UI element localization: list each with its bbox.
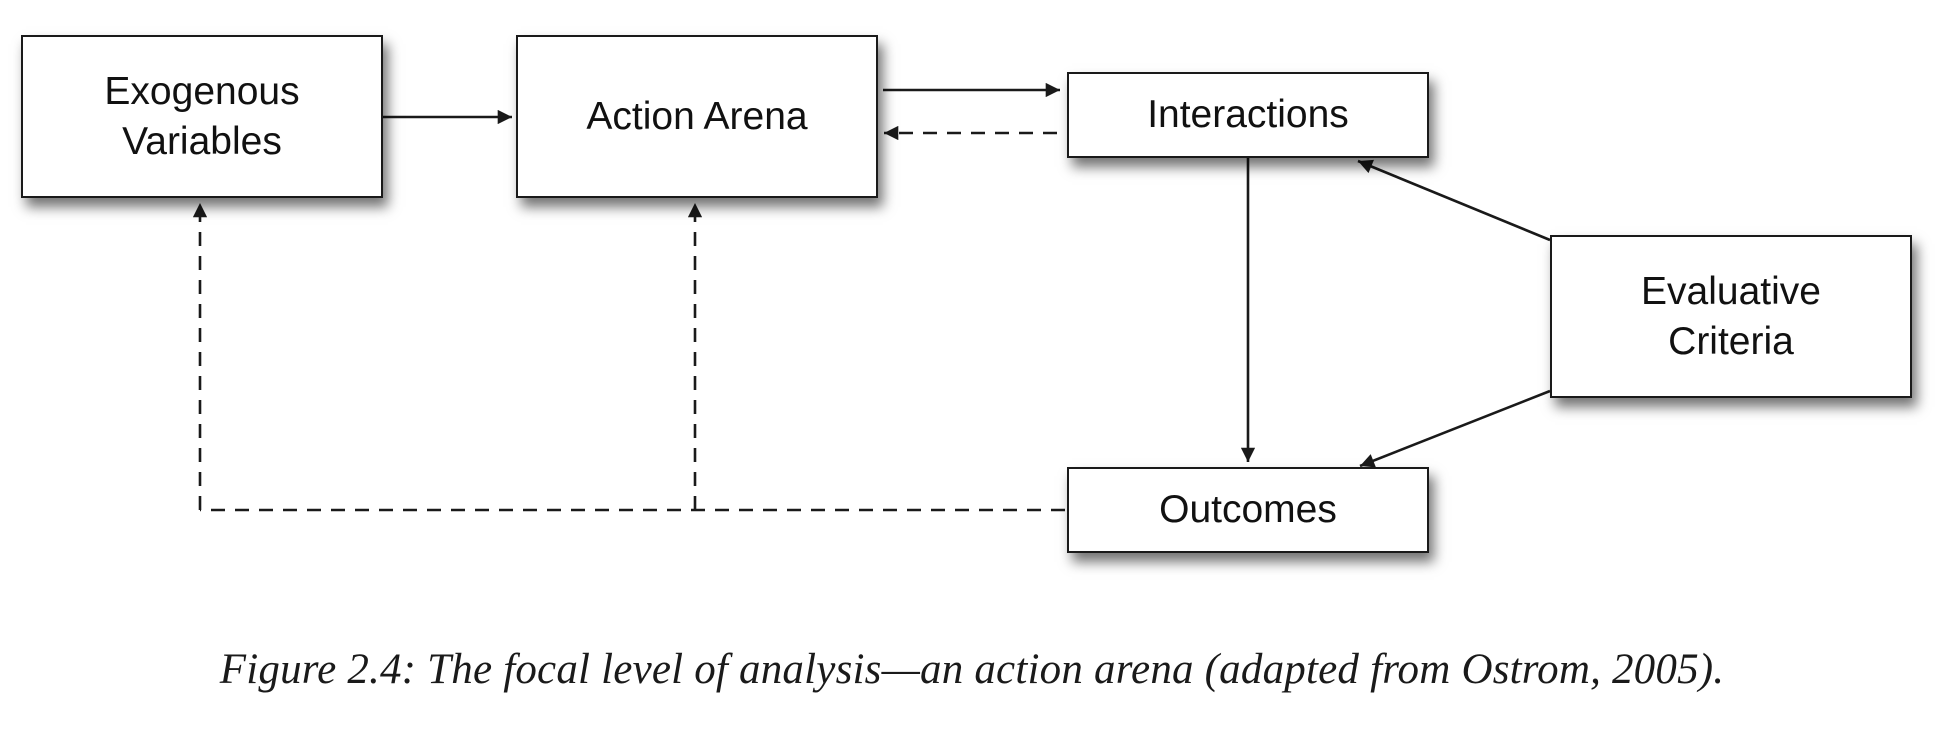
node-outcomes: Outcomes: [1067, 467, 1429, 553]
node-label: Interactions: [1147, 93, 1349, 136]
arrow-criteria-to-interactions: [1357, 159, 1551, 242]
node-label: Evaluative Criteria: [1641, 269, 1821, 363]
node-exogenous-variables: Exogenous Variables: [21, 35, 383, 198]
node-label: Action Arena: [586, 94, 808, 138]
node-evaluative-criteria: Evaluative Criteria: [1550, 235, 1912, 398]
node-label: Outcomes: [1159, 488, 1337, 531]
node-label: Exogenous Variables: [104, 69, 300, 163]
node-action-arena: Action Arena: [516, 35, 878, 198]
figure-caption: Figure 2.4: The focal level of analysis—…: [219, 646, 1725, 693]
node-interactions: Interactions: [1067, 72, 1429, 158]
arrow-criteria-to-outcomes: [1359, 389, 1551, 468]
